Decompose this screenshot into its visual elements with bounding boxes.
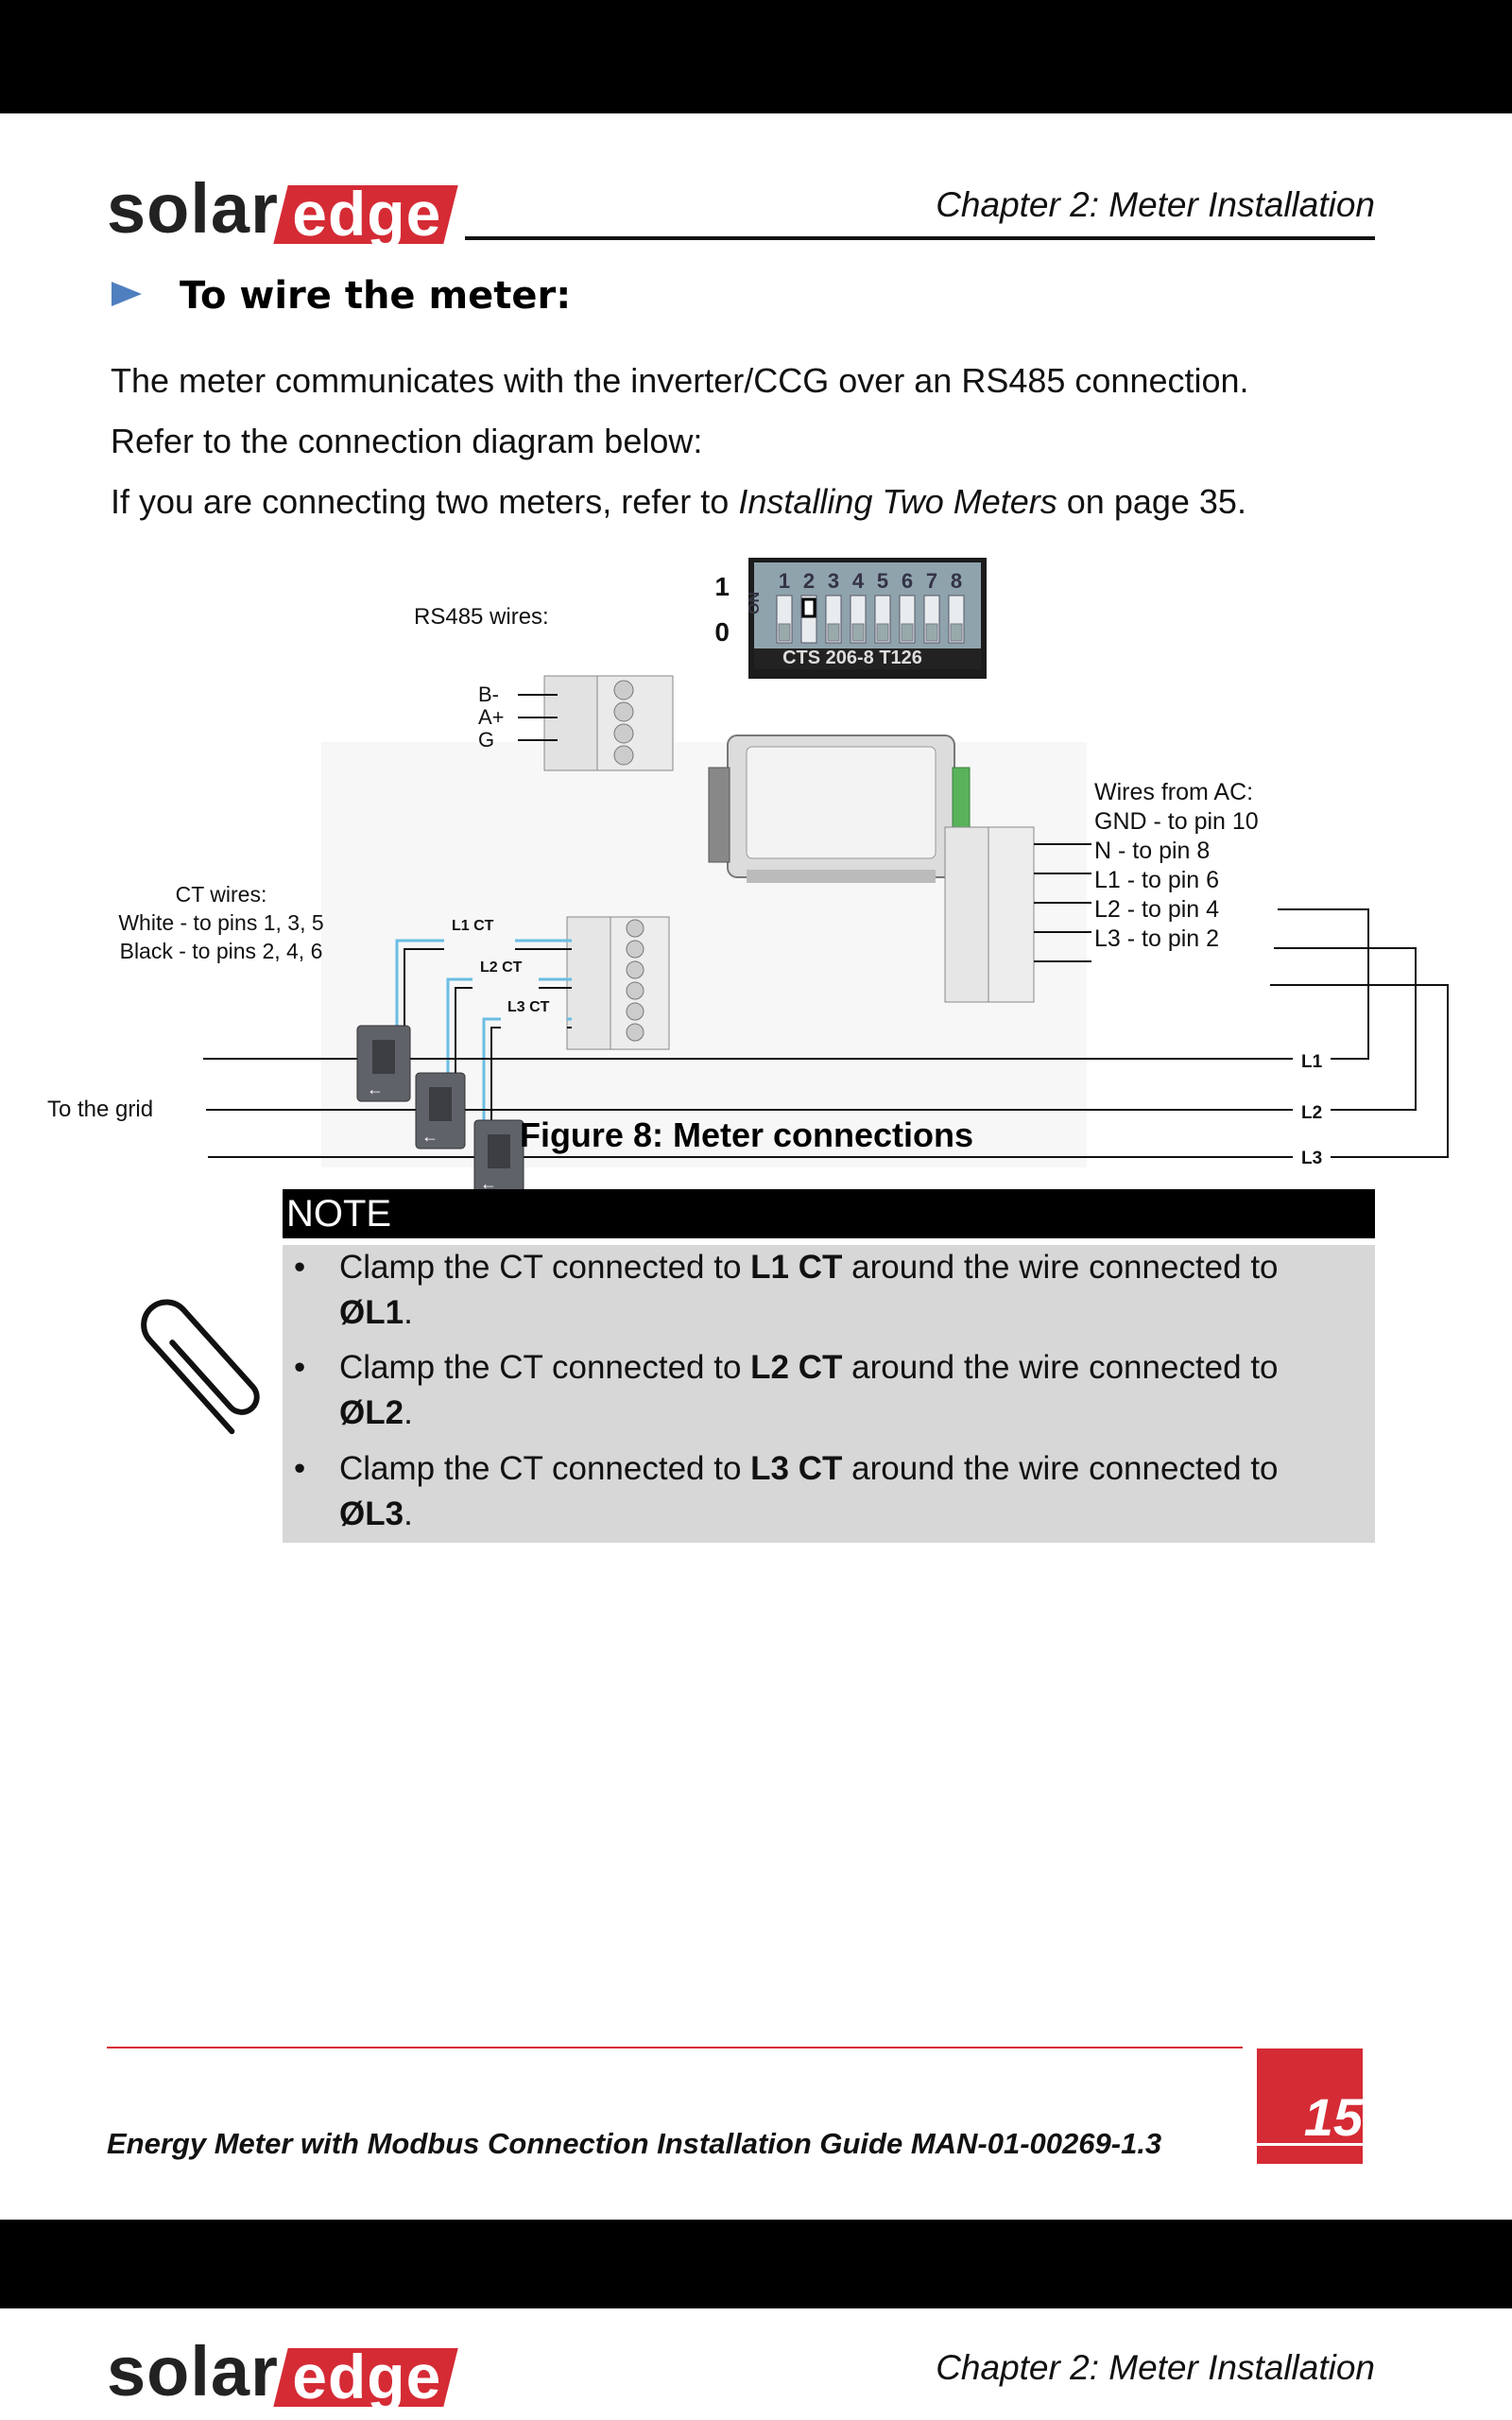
grid-label: To the grid bbox=[47, 1097, 153, 1122]
rs485-label: RS485 wires: bbox=[414, 604, 549, 630]
ac-wires-title: Wires from AC: bbox=[1094, 779, 1253, 805]
dip-number: 3 bbox=[828, 569, 839, 593]
ac-terminal-block bbox=[944, 826, 1035, 1003]
l3-return-wire bbox=[1270, 984, 1449, 1158]
dip-zero-label: 0 bbox=[714, 617, 730, 647]
dip-number: 1 bbox=[779, 569, 790, 593]
dip-knob bbox=[876, 623, 889, 642]
top-black-band bbox=[0, 0, 1512, 113]
line-label-l1: L1 bbox=[1301, 1052, 1323, 1072]
procedure-title: To wire the meter: bbox=[180, 274, 572, 318]
line-label-l3: L3 bbox=[1301, 1149, 1322, 1168]
ct-black-note: Black - to pins 2, 4, 6 bbox=[120, 939, 323, 963]
rs485-terminal-block bbox=[543, 675, 674, 771]
ct-clamp-l2: ← bbox=[415, 1072, 466, 1150]
note-item: •Clamp the CT connected to L2 CT around … bbox=[294, 1349, 1279, 1431]
note-item: •Clamp the CT connected to L1 CT around … bbox=[294, 1249, 1279, 1331]
ac-pin-l1: L1 - to pin 6 bbox=[1094, 867, 1219, 893]
dip-number: 6 bbox=[902, 569, 913, 593]
dip-knob bbox=[901, 623, 914, 642]
cross-reference-link[interactable]: Installing Two Meters bbox=[738, 482, 1057, 521]
note-body: •Clamp the CT connected to L1 CT around … bbox=[283, 1245, 1375, 1543]
dip-one-label: 1 bbox=[714, 572, 730, 601]
page-number-box: 15 bbox=[1257, 2048, 1363, 2164]
ct-terminal-block bbox=[566, 916, 670, 1050]
ct-wires-title: CT wires: bbox=[176, 882, 267, 907]
page-number: 15 bbox=[1303, 2087, 1363, 2147]
ct-label-l2: L2 CT bbox=[480, 959, 523, 976]
ct-label-l1: L1 CT bbox=[452, 918, 494, 934]
ac-pin-n: N - to pin 8 bbox=[1094, 838, 1210, 864]
dip-number: 2 bbox=[803, 569, 815, 593]
paperclip-icon bbox=[141, 1299, 260, 1435]
dip-knob bbox=[827, 623, 840, 642]
svg-text:←: ← bbox=[367, 1080, 384, 1098]
ct-white-note: White - to pins 1, 3, 5 bbox=[118, 910, 323, 935]
paragraph: The meter communicates with the inverter… bbox=[111, 361, 1249, 400]
dip-knob bbox=[801, 597, 816, 618]
note-item: •Clamp the CT connected to L3 CT around … bbox=[294, 1450, 1279, 1532]
meter-unit bbox=[708, 735, 971, 883]
ac-pin-l2: L2 - to pin 4 bbox=[1094, 896, 1219, 923]
dip-knob bbox=[950, 623, 963, 642]
note-heading: NOTE bbox=[283, 1189, 1375, 1238]
ac-pin-gnd: GND - to pin 10 bbox=[1094, 808, 1259, 835]
dip-knob bbox=[925, 623, 938, 642]
footer-document-title: Energy Meter with Modbus Connection Inst… bbox=[107, 2127, 1162, 2160]
ct-clamp-l1: ← bbox=[356, 1025, 411, 1102]
footer-rule bbox=[107, 2047, 1243, 2048]
dip-number: 8 bbox=[951, 569, 962, 593]
figure-caption: Figure 8: Meter connections bbox=[519, 1115, 974, 1154]
dip-number: 5 bbox=[877, 569, 888, 593]
dip-footer-label: CTS 206-8 T126 bbox=[782, 648, 922, 668]
dip-knob bbox=[851, 623, 865, 642]
dip-number: 7 bbox=[926, 569, 937, 593]
dip-knob bbox=[778, 623, 791, 642]
dip-on-label: ON bbox=[747, 592, 763, 614]
rs485-pin-g: G bbox=[478, 728, 494, 752]
line-label-l2: L2 bbox=[1301, 1103, 1322, 1123]
rs485-pin-a: A+ bbox=[478, 705, 505, 729]
svg-text:←: ← bbox=[421, 1127, 438, 1146]
paragraph: Refer to the connection diagram below: bbox=[111, 422, 703, 460]
ct-label-l3: L3 CT bbox=[507, 999, 550, 1015]
ac-pin-l3: L3 - to pin 2 bbox=[1094, 925, 1219, 952]
l2-return-wire bbox=[1274, 947, 1417, 1111]
procedure-arrow-icon bbox=[112, 282, 142, 306]
chapter-title: Chapter 2: Meter Installation bbox=[936, 185, 1375, 224]
chapter-title: Chapter 2: Meter Installation bbox=[936, 2348, 1375, 2387]
ct-clamp-l3: ← bbox=[473, 1119, 524, 1197]
reference-paragraph: If you are connecting two meters, refer … bbox=[111, 482, 1246, 521]
rs485-pin-b: B- bbox=[478, 683, 499, 706]
svg-text:←: ← bbox=[480, 1174, 497, 1193]
dip-number: 4 bbox=[852, 569, 865, 593]
header-rule bbox=[465, 236, 1375, 240]
